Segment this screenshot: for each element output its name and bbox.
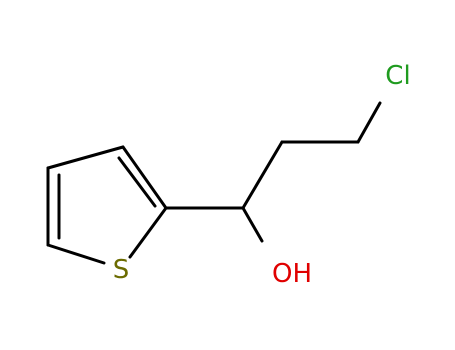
- bond-ring-c3-c4: [46, 145, 125, 170]
- bond-c3-cl: [356, 101, 382, 144]
- bond-ring-c5-s: [46, 243, 106, 265]
- sulfur-atom-label: S: [113, 255, 130, 285]
- bond-ring-c2-c3: [121, 145, 168, 210]
- bond-ring-s-c2: [128, 206, 168, 259]
- chlorine-atom-label: Cl: [385, 61, 410, 91]
- bond-c1-c2: [241, 140, 284, 210]
- bond-ring-c2-c3-inner: [117, 156, 157, 208]
- bond-lines: [46, 101, 382, 265]
- bond-c1-o: [241, 206, 264, 243]
- hydroxyl-atom-label: OH: [272, 259, 312, 289]
